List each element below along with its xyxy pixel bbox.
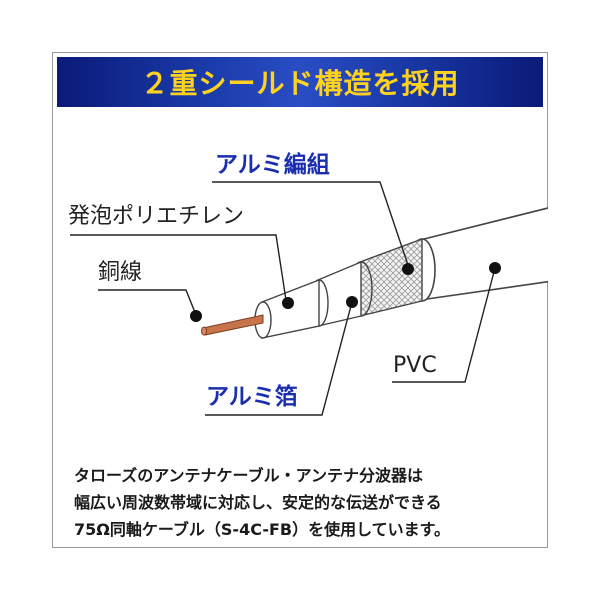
label-aluminum-braid: アルミ編組: [215, 152, 330, 178]
label-pvc: PVC: [393, 353, 437, 378]
description-line-3: 75Ω同軸ケーブル（S-4C-FB）を使用しています。: [74, 520, 450, 539]
label-copper-wire: 銅線: [98, 260, 143, 285]
dot-copper: [190, 310, 202, 322]
description-line-2: 幅広い周波数帯域に対応し、安定的な伝送ができる: [74, 493, 442, 512]
dot-braid: [402, 263, 414, 275]
banner-title: ２重シールド構造を採用: [140, 67, 460, 100]
dot-pvc: [489, 262, 501, 274]
leader-copper: [98, 289, 197, 316]
dot-foam: [282, 297, 294, 309]
leader-pvc: [392, 267, 496, 383]
title-banner: ２重シールド構造を採用: [57, 57, 543, 107]
dot-foil: [346, 296, 358, 308]
label-aluminum-foil: アルミ箔: [206, 384, 298, 410]
description-text: タローズのアンテナケーブル・アンテナ分波器は 幅広い周波数帯域に対応し、安定的な…: [74, 462, 534, 543]
leader-foam: [70, 234, 287, 301]
description-line-1: タローズのアンテナケーブル・アンテナ分波器は: [74, 466, 423, 485]
leader-foil: [205, 301, 353, 416]
copper-core-tip: [201, 326, 207, 336]
copper-core: [202, 314, 264, 336]
leader-braid: [212, 181, 409, 266]
label-foam-polyethylene: 発泡ポリエチレン: [68, 204, 245, 229]
